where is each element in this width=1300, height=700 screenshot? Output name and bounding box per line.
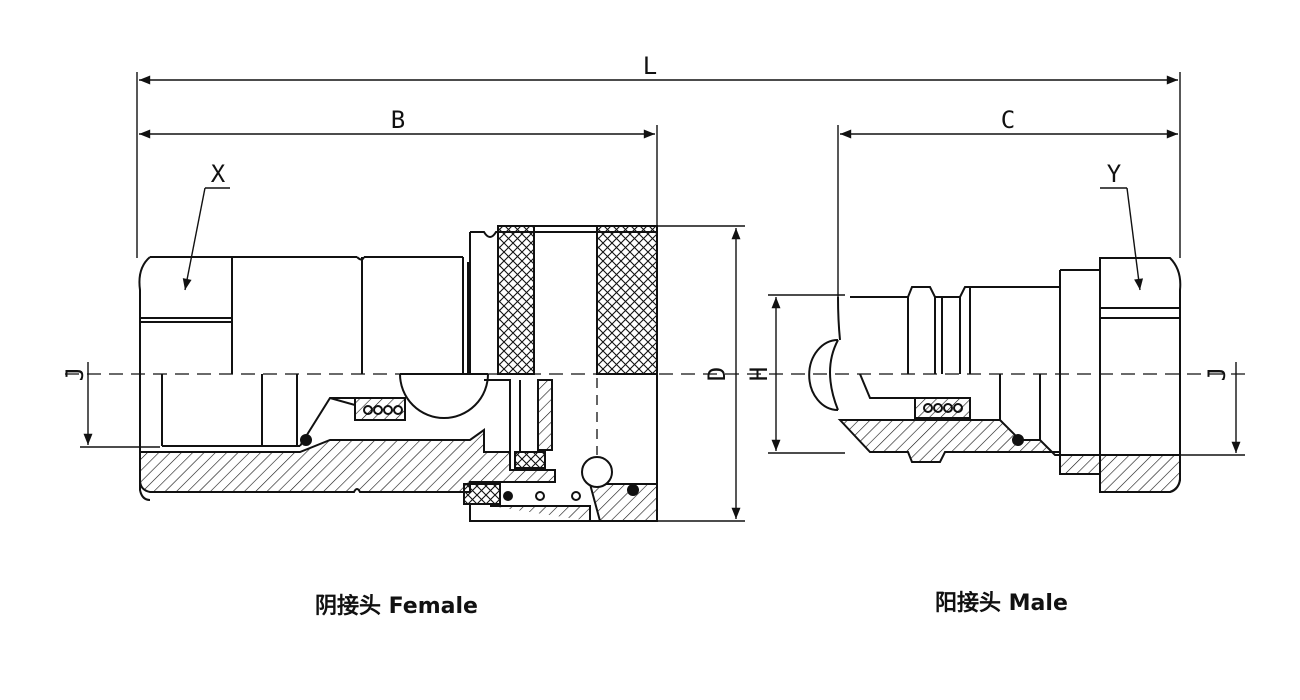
dimension-L: [136, 72, 1181, 258]
dimension-J-left: [80, 362, 160, 448]
label-C: C: [1001, 106, 1015, 134]
label-D: D: [703, 367, 731, 381]
female-body-section: [139, 428, 556, 493]
dimension-J-right: [1178, 362, 1245, 456]
label-X: X: [211, 160, 226, 188]
leader-X-line: [182, 187, 206, 291]
caption-male: 阳接头 Male: [935, 591, 1068, 616]
knurl-band-left: [497, 225, 535, 375]
label-J-left: J: [61, 367, 89, 381]
label-L: L: [643, 52, 657, 80]
knurl-band-right: [596, 225, 658, 375]
female-coupling: [138, 225, 658, 522]
label-Y: Y: [1107, 160, 1122, 188]
male-coupling: [808, 257, 1182, 493]
dimension-C: [837, 125, 1178, 297]
label-B: B: [391, 106, 405, 134]
detent-ball: [581, 456, 613, 488]
label-J-right: J: [1203, 367, 1231, 381]
male-body-section: [837, 419, 1181, 493]
dimension-B: [139, 125, 658, 225]
caption-female: 阴接头 Female: [315, 594, 478, 619]
leader-Y-line: [1126, 187, 1144, 291]
label-H: H: [745, 367, 773, 381]
